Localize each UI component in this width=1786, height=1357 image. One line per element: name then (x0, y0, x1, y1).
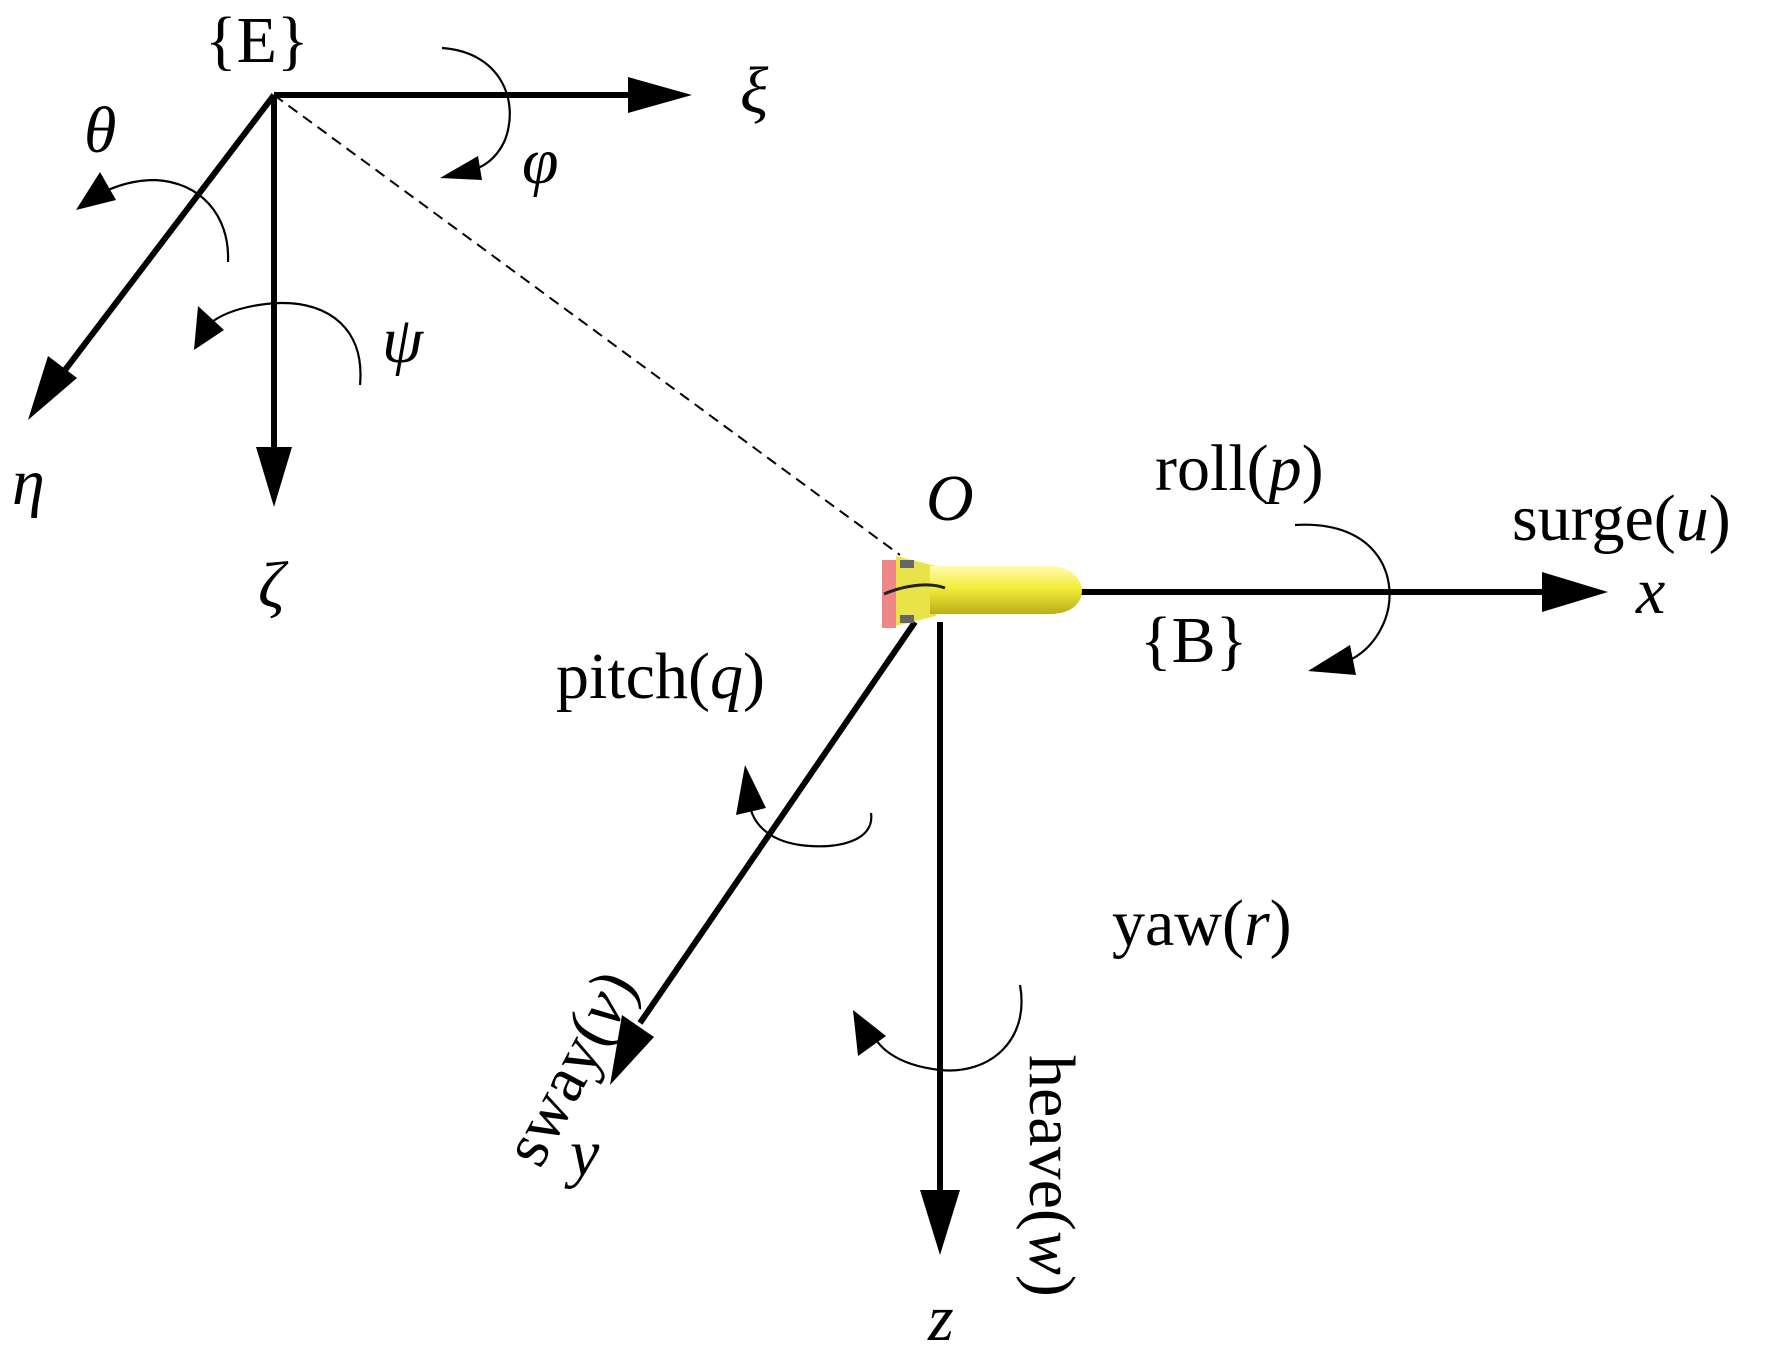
eta-arrowhead (28, 356, 77, 420)
roll-close-paren: ) (1302, 432, 1324, 505)
roll-label: roll(p) (1155, 432, 1324, 505)
roll-open-paren: ( (1247, 432, 1269, 505)
phi-rotation-arc (441, 46, 511, 174)
theta-angle-label: θ (84, 94, 116, 167)
vehicle-tail-fin (882, 560, 896, 628)
psi-angle-label: ψ (382, 304, 424, 377)
yaw-label: yaw(r) (1112, 887, 1292, 960)
pitch-var: q (710, 640, 743, 713)
z-axis-label: z (927, 1282, 954, 1355)
pitch-close-paren: ) (743, 640, 765, 713)
x-arrowhead (1542, 572, 1608, 612)
x-axis-label: x (1635, 555, 1665, 628)
theta-rotation-arrowhead (76, 172, 116, 210)
yaw-rotation-arrowhead (853, 1010, 886, 1056)
surge-word: surge (1512, 482, 1654, 555)
zeta-arrowhead (256, 447, 292, 507)
psi-rotation-arrowhead (194, 306, 224, 350)
yaw-rotation-arc (870, 984, 1023, 1072)
vehicle-tail-cone (896, 556, 936, 626)
vehicle-hull (930, 566, 1082, 614)
vehicle-fin-top (900, 560, 914, 568)
phi-angle-label: φ (522, 125, 559, 198)
eta-axis-line (59, 93, 277, 376)
origin-label: O (926, 462, 974, 535)
yaw-var: r (1244, 887, 1270, 960)
psi-rotation-arc (211, 301, 362, 386)
yaw-close-paren: ) (1270, 887, 1292, 960)
pitch-label: pitch(q) (556, 640, 765, 713)
eta-axis-label: η (12, 446, 45, 519)
earth-frame: {E} ξ η ζ φ θ ψ (12, 4, 901, 622)
pitch-rotation-arc (748, 804, 873, 848)
y-arrowhead (610, 1015, 654, 1085)
underwater-vehicle (882, 556, 1082, 628)
yaw-open-paren: ( (1222, 887, 1244, 960)
y-axis-label: y (564, 1117, 600, 1190)
pitch-rotation-arrowhead (736, 765, 766, 815)
heave-open-paren: ( (1015, 1209, 1088, 1231)
roll-var: p (1265, 432, 1302, 505)
phi-rotation-arrowhead (440, 156, 482, 180)
pitch-open-paren: ( (688, 640, 710, 713)
yaw-word: yaw (1112, 887, 1222, 960)
surge-open-paren: ( (1654, 482, 1676, 555)
heave-label: heave(w) (1015, 1055, 1088, 1297)
earth-frame-label: {E} (205, 4, 309, 77)
vehicle-fin-bottom (900, 615, 914, 623)
z-arrowhead (920, 1190, 960, 1255)
roll-rotation-arrowhead (1308, 645, 1356, 675)
y-axis-line (637, 620, 918, 1025)
body-frame: O {B} x y z roll(p) surge(u) pitch(q) ya… (489, 432, 1731, 1355)
zeta-axis-label: ζ (258, 549, 289, 622)
xi-arrowhead (628, 77, 692, 113)
roll-rotation-arc (1294, 523, 1391, 661)
heave-close-paren: ) (1015, 1275, 1088, 1297)
heave-var: w (1015, 1231, 1088, 1275)
surge-var: u (1676, 482, 1709, 555)
position-vector-dashed-line (273, 94, 901, 556)
pitch-word: pitch (556, 640, 688, 713)
heave-word: heave (1015, 1055, 1088, 1209)
theta-rotation-arc (107, 178, 230, 263)
vehicle-rudder-line (883, 583, 946, 596)
body-frame-label: {B} (1140, 604, 1247, 677)
xi-axis-label: ξ (740, 54, 769, 127)
roll-word: roll (1155, 432, 1247, 505)
surge-close-paren: ) (1709, 482, 1731, 555)
surge-label: surge(u) (1512, 482, 1731, 555)
sway-label: sway(v) (489, 958, 652, 1177)
